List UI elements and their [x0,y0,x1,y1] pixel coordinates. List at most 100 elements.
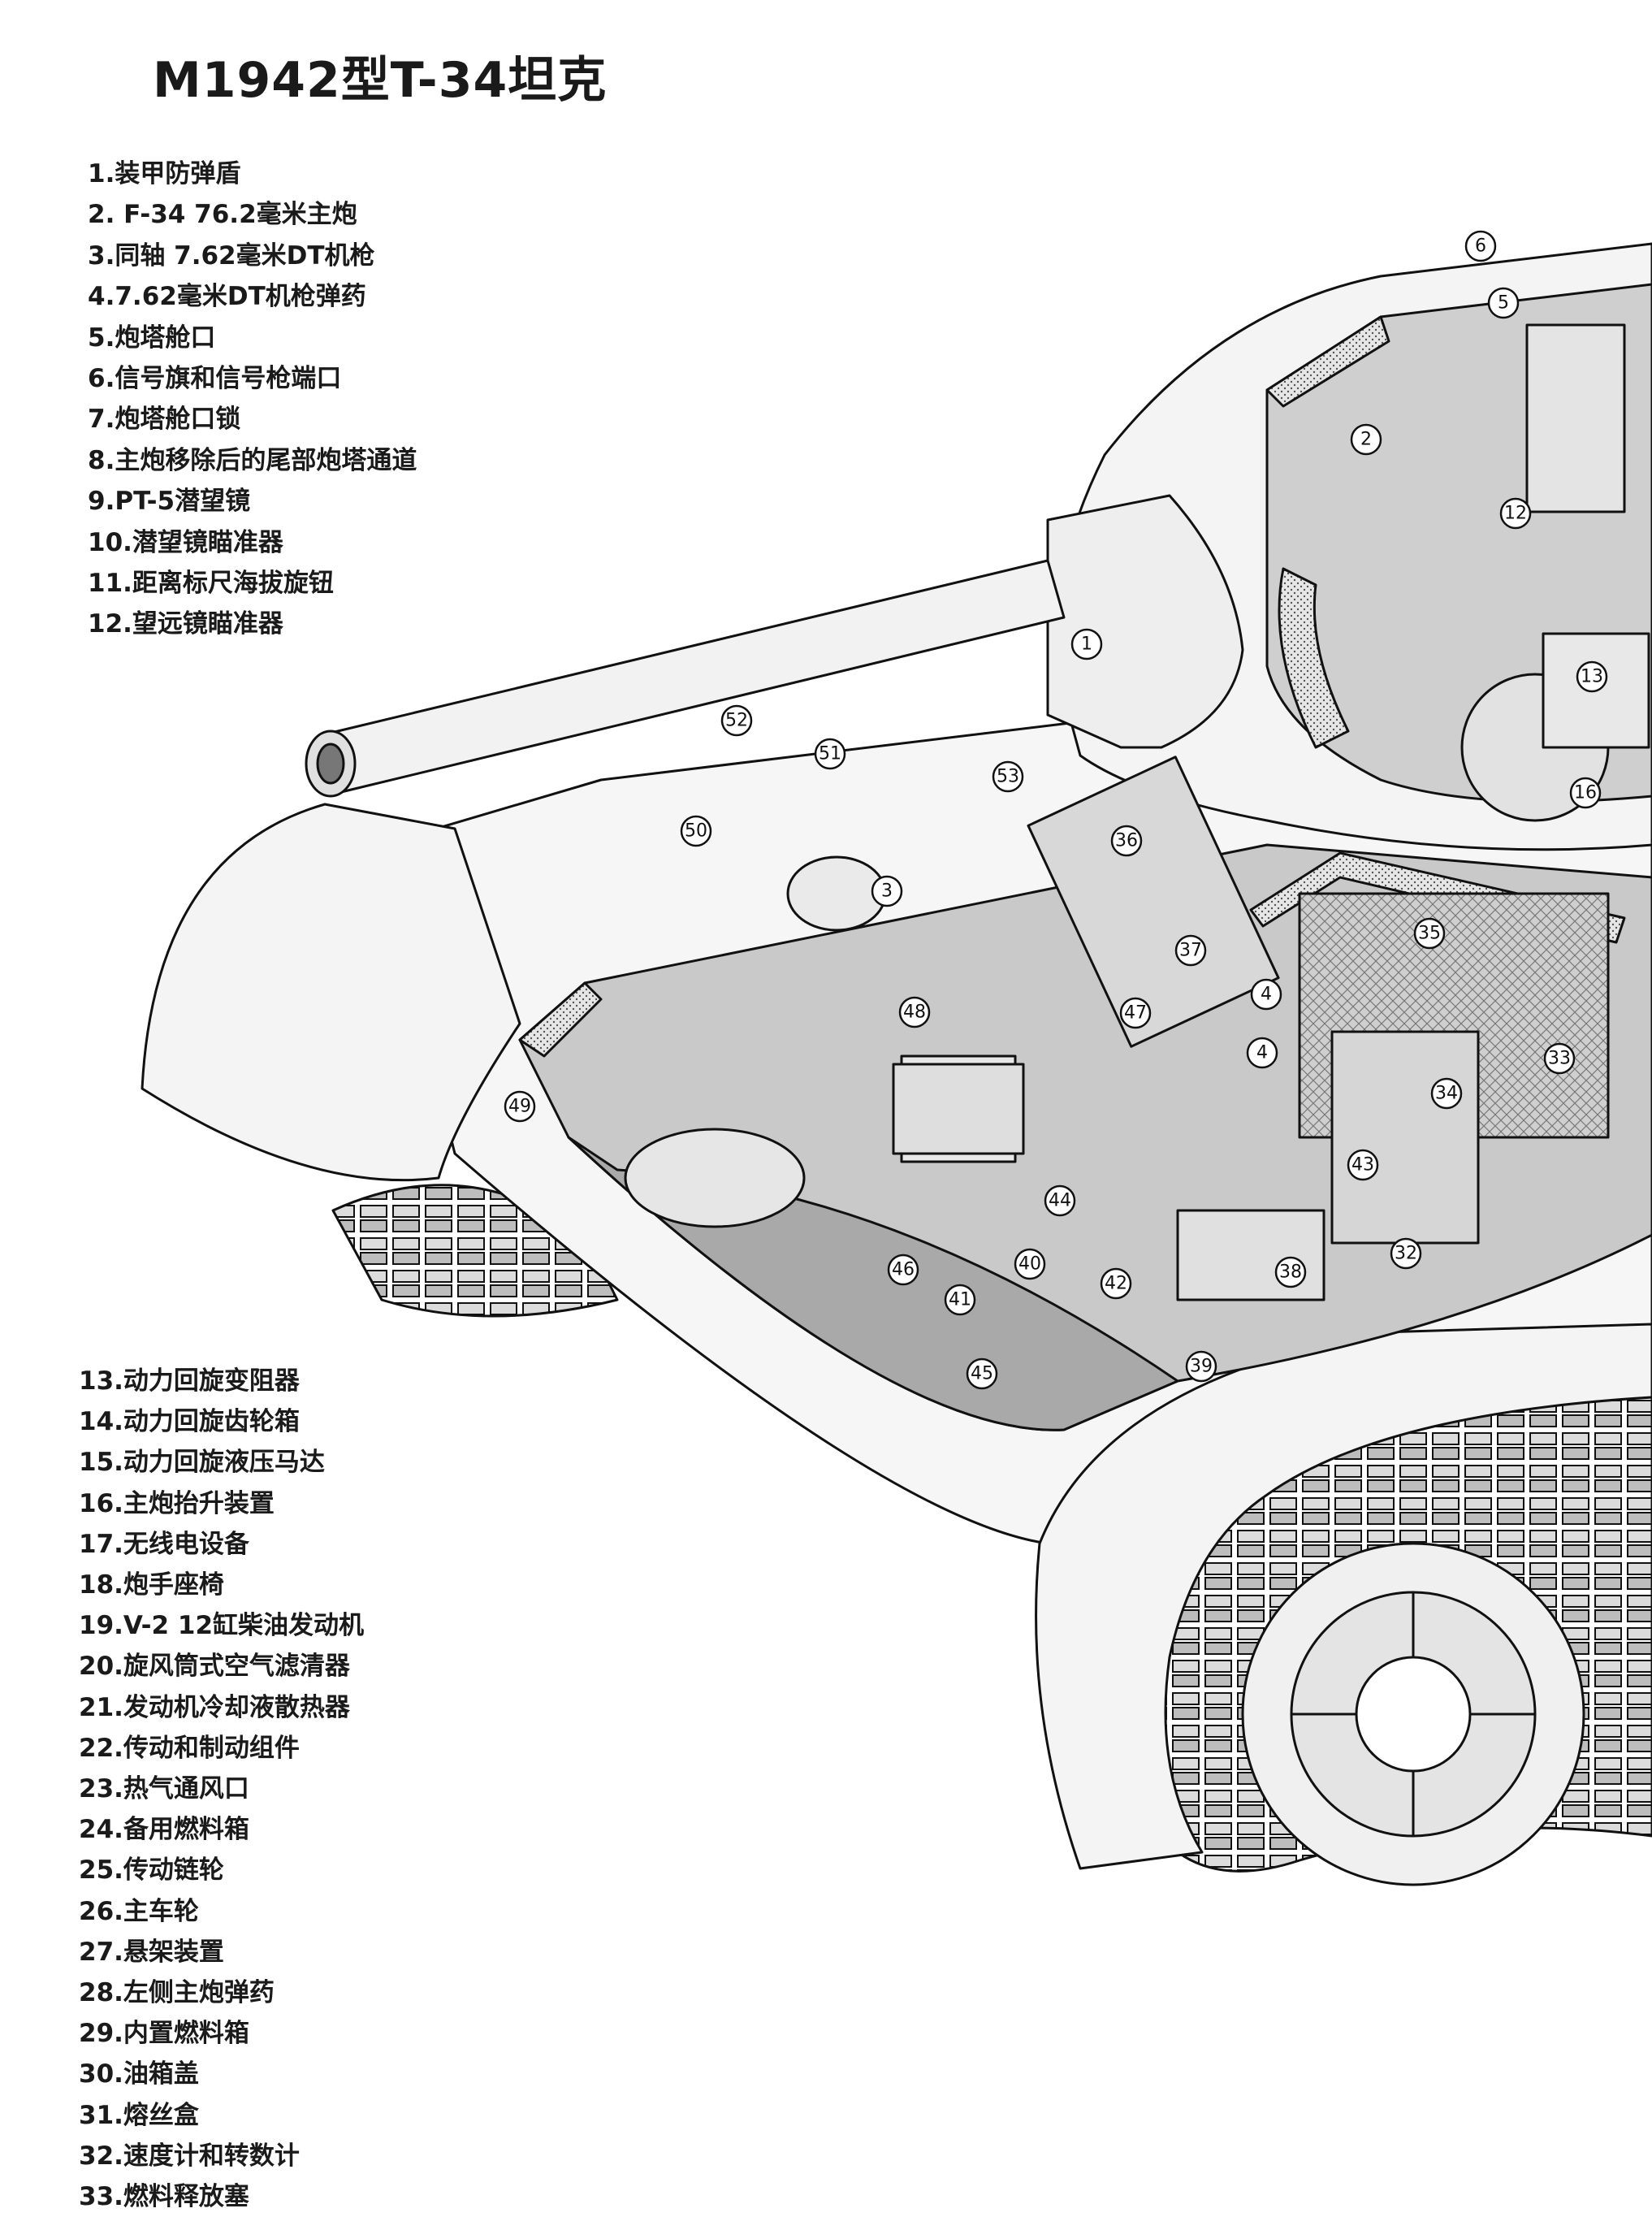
svg-text:49: 49 [508,1097,531,1117]
svg-text:48: 48 [903,1002,926,1023]
callout-35: 35 [1413,917,1446,950]
callout-16: 16 [1569,777,1602,809]
callout-42: 42 [1100,1267,1132,1300]
legend-item: 1.装甲防弹盾 [88,159,241,188]
callout-41: 41 [944,1284,976,1316]
legend-item: 9.PT-5潜望镜 [88,487,251,517]
hatch-panel [1027,756,1280,1048]
legend-item: 20.旋风筒式空气滤清器 [79,1652,350,1682]
callout-13: 13 [1576,660,1608,693]
svg-text:4: 4 [1256,1043,1268,1063]
callout-50: 50 [680,815,712,847]
legend-item: 33.燃料释放塞 [79,2182,249,2212]
callout-52: 52 [720,704,753,737]
callout-45: 45 [966,1357,998,1390]
legend-item: 29.内置燃料箱 [79,2019,249,2049]
callout-39: 39 [1185,1350,1217,1383]
svg-text:38: 38 [1279,1262,1302,1283]
callout-3: 3 [871,875,903,907]
callout-5: 5 [1487,287,1520,319]
legend-item: 31.熔丝盒 [79,2100,199,2130]
legend-item: 4.7.62毫米DT机枪弹药 [88,282,366,312]
legend-item: 11.距离标尺海拔旋钮 [88,569,334,599]
hull-armor-section [518,981,603,1058]
svg-text:53: 53 [997,767,1019,787]
svg-text:40: 40 [1018,1254,1041,1275]
callout-47: 47 [1119,997,1152,1029]
legend-item: 6.信号旗和信号枪端口 [88,364,342,394]
legend-item: 16.主炮抬升装置 [79,1488,275,1518]
svg-text:33: 33 [1548,1049,1571,1069]
legend-item: 27.悬架装置 [79,1937,224,1967]
driver-seat [1176,1209,1325,1301]
callout-37: 37 [1174,934,1207,967]
callout-12: 12 [1499,497,1532,530]
callout-36: 36 [1110,825,1143,857]
svg-text:41: 41 [949,1290,971,1310]
svg-text:3: 3 [881,881,893,902]
legend-item: 32.速度计和转数计 [79,2141,300,2171]
legend-item: 12.望远镜瞄准器 [88,609,283,639]
legend-item: 22.传动和制动组件 [79,1733,300,1763]
callout-38: 38 [1274,1256,1307,1288]
legend-item: 30.油箱盖 [79,2059,199,2089]
callout-33: 33 [1543,1042,1576,1075]
svg-text:42: 42 [1105,1274,1127,1294]
callout-40: 40 [1014,1248,1046,1280]
legend-item: 8.主炮移除后的尾部炮塔通道 [88,445,417,475]
legend-item: 14.动力回旋齿轮箱 [79,1407,300,1437]
callout-51: 51 [814,738,846,770]
callout-34: 34 [1430,1077,1463,1110]
svg-text:39: 39 [1190,1357,1213,1377]
callout-4a: 4 [1250,978,1282,1011]
svg-text:51: 51 [819,744,841,764]
callout-6: 6 [1464,230,1497,262]
legend-top: 1.装甲防弹盾 2. F-34 76.2毫米主炮 3.同轴 7.62毫米DT机枪… [88,154,417,645]
svg-text:34: 34 [1435,1084,1458,1104]
callout-48: 48 [898,996,931,1028]
svg-text:4: 4 [1261,985,1272,1005]
gunner-seat-back [1330,1030,1480,1245]
callout-44: 44 [1044,1184,1076,1217]
callout-2: 2 [1350,423,1382,456]
callout-53: 53 [992,760,1024,793]
periscope-housing [1525,323,1626,513]
svg-text:52: 52 [725,711,748,731]
legend-item: 15.动力回旋液压马达 [79,1448,325,1478]
road-wheel [1241,1542,1585,1886]
svg-text:44: 44 [1049,1191,1071,1211]
legend-item: 2. F-34 76.2毫米主炮 [88,200,357,230]
callout-32: 32 [1390,1237,1422,1270]
front-fender [141,803,521,1182]
gun-mantlet-armor [1278,567,1350,749]
svg-text:2: 2 [1360,430,1372,450]
callout-49: 49 [504,1090,536,1123]
legend-item: 3.同轴 7.62毫米DT机枪 [88,240,375,271]
svg-text:32: 32 [1395,1244,1417,1264]
legend-item: 24.备用燃料箱 [79,1815,249,1845]
svg-text:43: 43 [1351,1155,1374,1176]
legend-item: 19.V-2 12缸柴油发动机 [79,1611,365,1641]
svg-text:13: 13 [1581,667,1603,687]
callout-1: 1 [1070,628,1103,660]
page-title: M1942型T-34坦克 [153,52,608,109]
svg-text:35: 35 [1418,924,1441,944]
legend-item: 10.潜望镜瞄准器 [88,527,283,557]
legend-item: 18.炮手座椅 [79,1570,224,1600]
svg-text:46: 46 [892,1260,915,1280]
radio-box [892,1063,1025,1155]
svg-text:50: 50 [685,821,707,842]
callout-4b: 4 [1246,1037,1278,1069]
legend-item: 26.主车轮 [79,1896,199,1926]
svg-text:12: 12 [1504,504,1527,524]
transmission-housing [624,1128,806,1228]
coaxial-mg [786,855,887,932]
svg-text:37: 37 [1179,941,1202,961]
legend-item: 5.炮塔舱口 [88,323,216,353]
legend-item: 13.动力回旋变阻器 [79,1366,300,1396]
svg-text:36: 36 [1115,831,1138,851]
svg-text:5: 5 [1498,293,1509,314]
turret-armor-section [1265,315,1390,408]
callout-43: 43 [1347,1149,1379,1181]
legend-item: 23.热气通风口 [79,1774,249,1804]
